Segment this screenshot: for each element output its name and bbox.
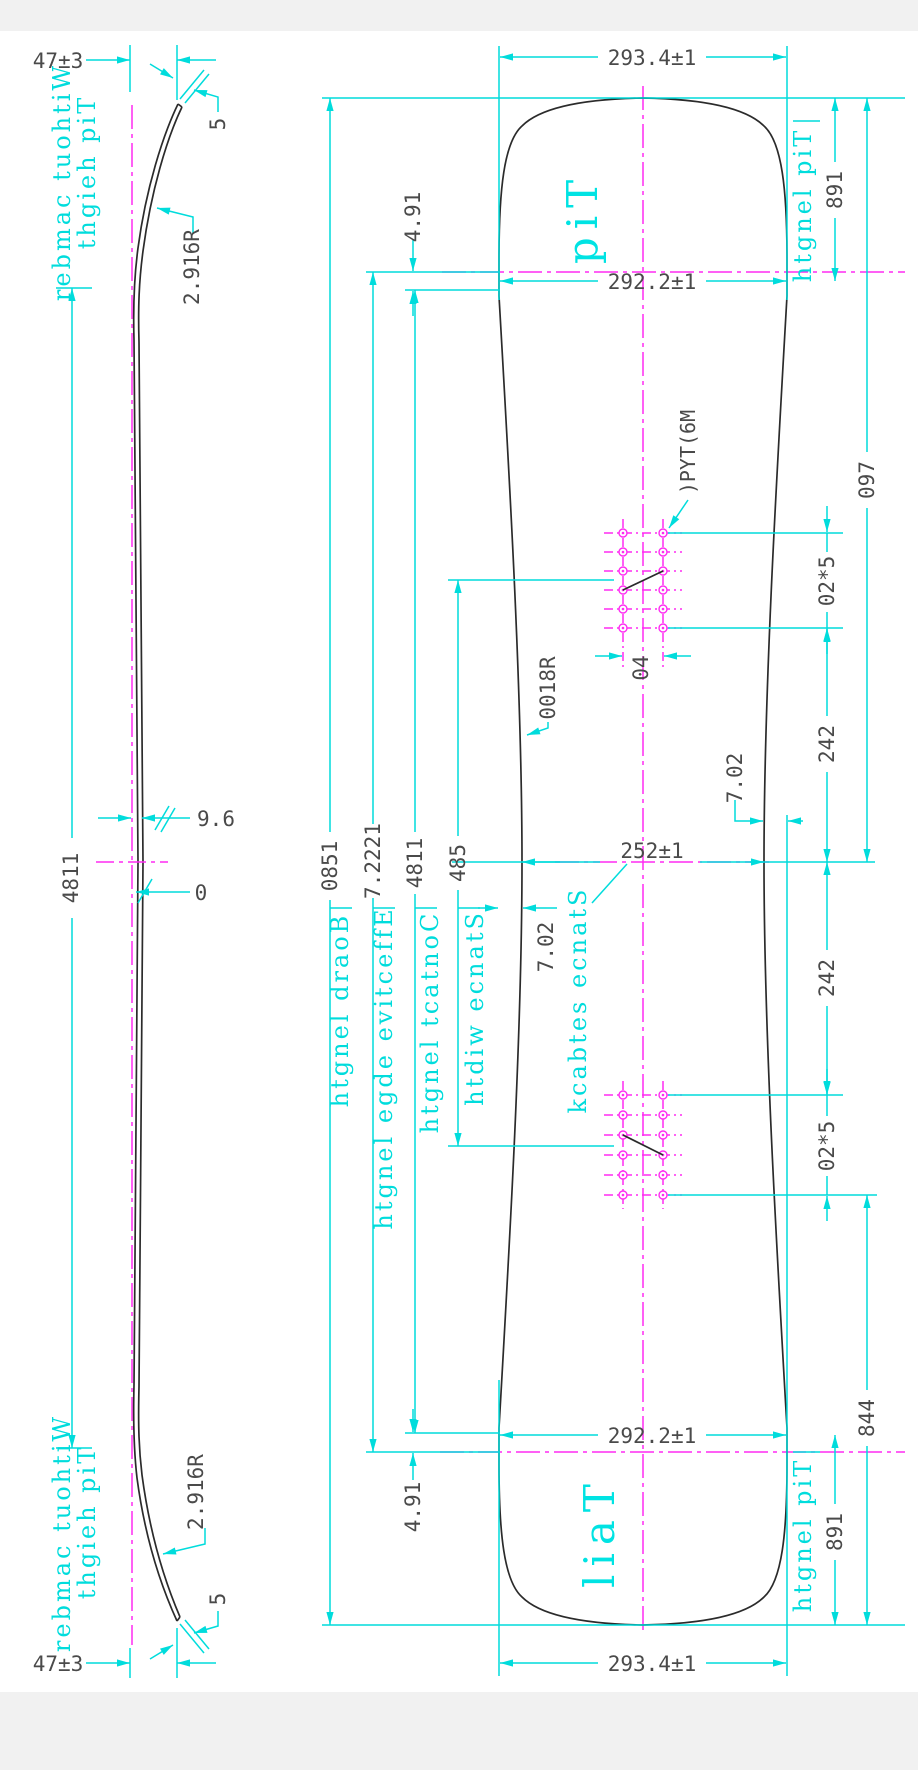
dim-tail-width: 293.4±1 <box>498 815 788 1676</box>
insert-spec-value: )PYT(6M <box>676 410 700 494</box>
nose-width-value: 293.4±1 <box>608 46 697 70</box>
insert-to-waist-value-bottom: 242 <box>815 959 839 997</box>
dim-board-length: 0851 htgnel draoB <box>318 98 354 1625</box>
dim-tail-radius-bottom: 2.916R <box>162 1454 208 1555</box>
dim-insert-rows-top: 02*5 <box>815 506 839 654</box>
dim-tip-thickness-bottom: 5 <box>149 1593 230 1660</box>
dim-tail-to-insert: 844 <box>855 1195 879 1625</box>
tip-height-value-top: 47±3 <box>33 49 84 73</box>
dim-stance-width: 485 htdiw ecnatS <box>446 579 614 1147</box>
dim-camber-height: 9.6 <box>98 805 235 833</box>
dim-insert-to-waist-bottom: 242 <box>815 862 839 1095</box>
dim-nose-contact: 292.2±1 4.91 <box>366 192 786 316</box>
effective-edge-label: htgnel egde evitceffE <box>370 906 398 1229</box>
dim-tip-length-top: 891 htgnel piT <box>789 98 847 282</box>
dim-sidecut-radius: 0018R <box>526 656 560 736</box>
dim-nose-width: 293.4±1 <box>498 46 788 300</box>
dim-insert-col-spacing: 04 <box>595 652 691 681</box>
dim-insert-spec: )PYT(6M <box>668 410 700 529</box>
stance-setback-label: kcabtes ecnatS <box>564 887 592 1114</box>
dim-tip-length-bottom: 891 htgnel piT <box>789 1435 847 1625</box>
stance-width-value: 485 <box>446 844 470 882</box>
dim-tip-height-bottom: 47±3 <box>33 1628 216 1678</box>
contact-length-value: 4811 <box>403 838 427 889</box>
tip-length-label-top: htgnel piT <box>789 128 817 282</box>
dim-tip-thickness-top: 5 <box>149 63 230 131</box>
insert-col-spacing-value: 04 <box>629 655 653 680</box>
tail-contact-width-value: 292.2±1 <box>608 1424 697 1448</box>
edge-offset-value-bottom: 4.91 <box>401 1482 425 1533</box>
tail-to-insert-value: 844 <box>855 1399 879 1437</box>
board-length-value: 0851 <box>318 841 342 892</box>
sidecut-depth-right-value: 7.02 <box>723 753 747 804</box>
dim-waist-width: 252±1 <box>452 839 875 904</box>
insert-rows-value-top: 02*5 <box>815 556 839 607</box>
dim-nose-to-waist: 097 <box>855 98 879 862</box>
contact-length-label: htgnel tcatnoC <box>416 911 444 1134</box>
tip-label: piT <box>558 172 607 264</box>
dim-sidecut-depth-left: 7.02 <box>478 904 558 973</box>
camber-zero-value: 0 <box>195 881 208 905</box>
insert-to-waist-value-top: 242 <box>815 725 839 763</box>
dim-tip-height-top: 47±3 <box>33 45 216 100</box>
dim-sidecut-depth-right: 7.02 <box>723 753 803 825</box>
nose-contact-width-value: 292.2±1 <box>608 270 697 294</box>
insert-pack-top <box>604 519 682 668</box>
running-length-value: 4811 <box>59 853 83 904</box>
camber-height-value: 9.6 <box>197 807 235 831</box>
tip-note-line2-bottom: rebmac tuohtiW <box>48 1414 76 1652</box>
dim-effective-edge: 7.2221 htgnel egde evitceffE <box>361 272 398 1452</box>
sidecut-depth-left-value: 7.02 <box>534 922 558 973</box>
tip-length-value-top: 891 <box>823 171 847 209</box>
tip-length-value-bottom: 891 <box>823 1513 847 1551</box>
side-view: 47±3 5 2.916R thgieh piT rebmac tuohtiW … <box>33 45 235 1678</box>
tail-radius-value: 2.916R <box>184 1454 208 1530</box>
dim-insert-to-waist-top: 242 <box>815 628 839 862</box>
stance-reference-line-bottom <box>622 1134 664 1156</box>
tip-note-line2-top: rebmac tuohtiW <box>48 63 76 301</box>
tip-note-line1-top: thgieh piT <box>73 95 101 249</box>
stance-reference-line-top <box>622 570 664 591</box>
insert-rows-value-bottom: 02*5 <box>815 1121 839 1172</box>
dim-camber-zero: 0 <box>136 878 208 905</box>
edge-offset-value-top: 4.91 <box>401 192 425 243</box>
top-view: piT liaT 293.4±1 292.2±1 4.91 <box>318 46 905 1676</box>
nose-to-waist-value: 097 <box>855 461 879 499</box>
tip-radius-value-top: 2.916R <box>180 229 204 305</box>
tail-label: liaT <box>575 1476 624 1588</box>
dim-tail-contact: 292.2±1 4.91 <box>366 1409 786 1532</box>
dim-running-length: 4811 <box>56 287 92 1449</box>
tip-note-line1-bottom: thgieh piT <box>73 1445 101 1599</box>
stance-width-label: htdiw ecnatS <box>461 910 489 1106</box>
board-length-label: htgnel draoB <box>326 913 354 1108</box>
waist-width-value: 252±1 <box>620 839 683 863</box>
tail-thickness-value: 5 <box>206 1593 230 1606</box>
tail-width-value: 293.4±1 <box>608 1652 697 1676</box>
tip-height-value-bottom: 47±3 <box>33 1652 84 1676</box>
dim-insert-rows-bottom: 02*5 <box>815 1069 839 1221</box>
effective-edge-value: 7.2221 <box>361 823 385 899</box>
tip-thickness-value-top: 5 <box>206 118 230 131</box>
dim-tip-radius-top: 2.916R <box>156 207 204 305</box>
tip-length-label-bottom: htgnel piT <box>789 1458 817 1612</box>
dim-contact-length: 4811 htgnel tcatnoC <box>403 290 444 1433</box>
sidecut-radius-value: 0018R <box>536 656 560 720</box>
